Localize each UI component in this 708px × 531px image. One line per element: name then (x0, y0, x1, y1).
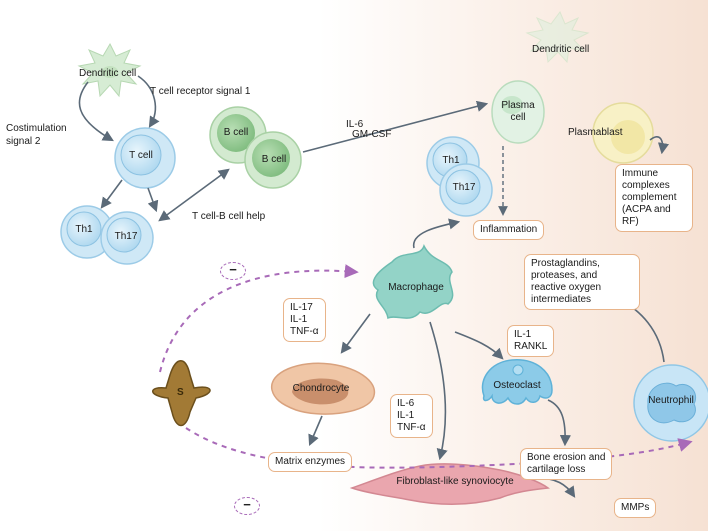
dashed-arrow-stimulus-to-macrophage (159, 264, 359, 373)
dendritic-cell-left-label: Dendritic cell (79, 68, 137, 79)
t-cell-label: T cell (129, 150, 153, 161)
arrows-solid (78, 75, 669, 498)
il6-label: IL-6 (346, 119, 364, 130)
il1-rankl-box: IL-1 RANKL (507, 325, 555, 357)
arrows-inhibition (159, 264, 693, 469)
stimulus-cross (152, 360, 211, 427)
plasma-cell (491, 80, 545, 144)
arrow-tcell-to-th17 (147, 187, 159, 213)
b-cell-2 (244, 131, 302, 189)
dendritic-cell-left (77, 42, 142, 98)
fibroblast-label: Fibroblast-like synoviocyte (396, 476, 514, 487)
th17-cell-left (100, 211, 154, 265)
plasma-cell-label-1: Plasma (501, 100, 535, 111)
th1-cell-left (60, 205, 114, 259)
mmps-box: MMPs (614, 498, 657, 518)
dashed-arrow-stimulus-to-neutrophil (185, 427, 693, 469)
gmcsf-label: GM-CSF (352, 129, 392, 140)
chondrocyte-label: Chondrocyte (292, 383, 350, 394)
arrow-osteoclast-to-bone-erosion (547, 399, 571, 447)
plasma-cell-label-2: cell (510, 112, 526, 123)
osteoclast (481, 359, 553, 405)
tb-help-label: T cell-B cell help (192, 211, 266, 222)
bone-erosion-box: Bone erosion and cartilage loss (520, 448, 613, 480)
stimulus-label: S (177, 387, 184, 398)
arrow-dendritic-to-tcell-right (137, 75, 160, 128)
arrow-tcell-to-th1 (100, 179, 123, 209)
arrow-th17-bcell-bidirectional (158, 168, 230, 222)
arrow-dendritic-to-tcell-left (78, 81, 114, 142)
arrow-macrophage-to-fibroblast (429, 321, 448, 461)
tcr-signal-label: T cell receptor signal 1 (150, 86, 251, 97)
cytokines-left-box: IL-17 IL-1 TNF-α (283, 298, 326, 342)
inhibit-marker-bottom: − (234, 497, 260, 515)
dendritic-cell-right (525, 11, 590, 64)
macrophage-label: Macrophage (388, 282, 444, 293)
plasmablast-label: Plasmablast (568, 127, 623, 138)
osteoclast-label: Osteoclast (493, 380, 541, 391)
th1-left-label: Th1 (75, 224, 93, 235)
chondrocyte (271, 362, 375, 415)
arrow-chondrocyte-to-matrix (308, 415, 323, 447)
th1-mid-label: Th1 (442, 155, 460, 166)
neutrophil (633, 364, 708, 442)
arrow-bcell-to-plasma (302, 100, 489, 153)
th17-cell-mid (439, 163, 493, 217)
arrow-macrophage-to-osteoclast (454, 331, 504, 360)
neutrophil-label: Neutrophil (648, 395, 694, 406)
dendritic-cell-right-label: Dendritic cell (532, 44, 590, 55)
b-cell-2-label: B cell (261, 154, 287, 165)
arrow-macrophage-to-chondrocyte (340, 313, 371, 354)
immune-complexes-box: Immune complexes complement (ACPA and RF… (615, 164, 693, 232)
costimulation-signal-label: signal 2 (6, 136, 41, 147)
macrophage (372, 244, 454, 320)
fibroblast-like-synoviocyte (349, 463, 550, 505)
prostaglandins-box: Prostaglandins, proteases, and reactive … (524, 254, 640, 310)
matrix-enzymes-box: Matrix enzymes (268, 452, 353, 472)
costimulation-label: Costimulation (6, 123, 67, 134)
arrow-plasmablast-to-complexes (649, 136, 669, 155)
arrow-macrophage-to-th (413, 218, 461, 249)
th17-mid-label: Th17 (452, 182, 476, 193)
inhibit-marker-top: − (220, 262, 246, 280)
th17-left-label: Th17 (114, 231, 138, 242)
b-cell-1-label: B cell (223, 127, 249, 138)
cytokines-center-box: IL-6 IL-1 TNF-α (390, 394, 433, 438)
inflammation-box: Inflammation (473, 220, 545, 240)
plasmablast (592, 102, 654, 164)
